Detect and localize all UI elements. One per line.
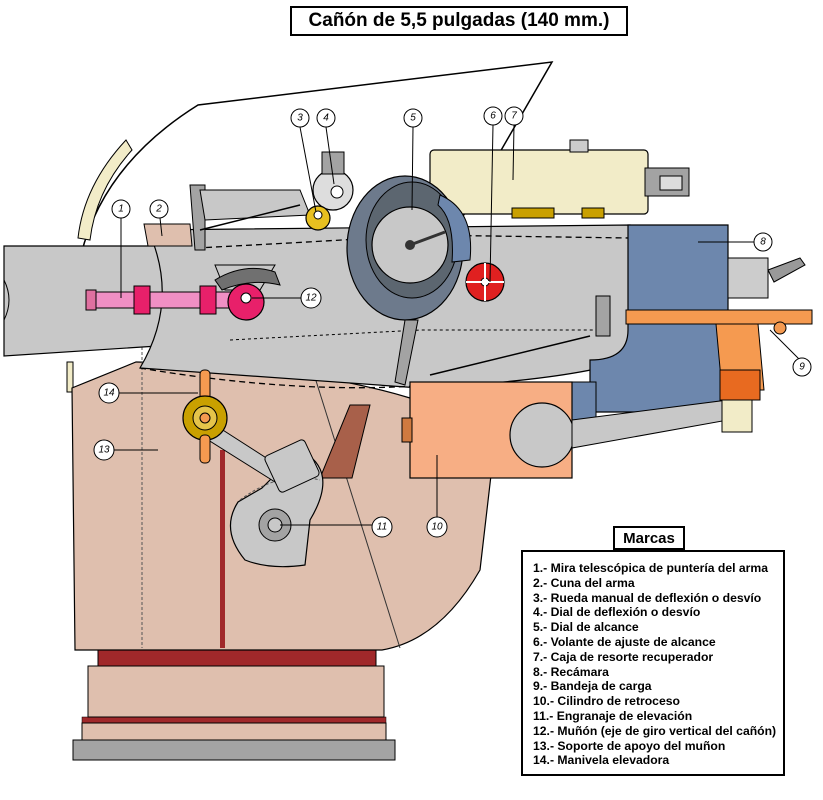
sight-front-lens (85, 289, 97, 311)
trunnion-center (240, 292, 252, 304)
breech-handle (727, 257, 769, 299)
pedestal-red-band (97, 647, 377, 667)
legend-item: 5.- Dial de alcance (533, 620, 639, 635)
svg-text:8: 8 (760, 237, 766, 248)
elevating-pinion-housing (264, 439, 320, 493)
recoil-buffer-disc (509, 402, 575, 468)
svg-text:13: 13 (98, 445, 110, 456)
tray-lever (595, 295, 611, 337)
legend-item: 7.- Caja de resorte recuperador (533, 649, 714, 664)
callout-10: 10 (426, 516, 448, 538)
sight-rear-clamp (199, 285, 217, 315)
callout-markers: 1 2 3 4 5 6 7 8 9 10 11 12 13 14 (93, 106, 812, 538)
svg-text:5: 5 (410, 113, 416, 124)
svg-text:10: 10 (431, 522, 443, 533)
deflection-dial-mount (321, 151, 345, 175)
base-bottom (72, 739, 396, 761)
support-brown-strut (319, 404, 371, 479)
deflection-handwheel-center (313, 210, 323, 220)
callout-7: 7 (504, 106, 524, 126)
diagram-title: Cañón de 5,5 pulgadas (140 mm.) (290, 6, 628, 36)
legend: 1.- Mira telescópica de puntería del arm… (521, 550, 785, 776)
callout-11: 11 (371, 516, 393, 538)
legend-item: 3.- Rueda manual de deflexión o desvío (533, 590, 762, 605)
range-dial-lever (394, 319, 419, 386)
trunnion-cap (214, 267, 281, 291)
callout-3: 3 (290, 108, 310, 128)
svg-text:11: 11 (377, 522, 387, 533)
base-red-band (81, 716, 387, 724)
legend-item: 6.- Volante de ajuste de alcance (533, 634, 716, 649)
shield-front-edge (77, 139, 133, 241)
tray-linkage-rod (429, 335, 591, 376)
deflection-dial-center (330, 185, 344, 199)
legend-item: 2.- Cuna del arma (533, 575, 635, 590)
shield-lower-edge (66, 361, 74, 393)
callout-9: 9 (792, 357, 812, 377)
cradle-front-tab (143, 223, 193, 247)
range-dial-side-plate (437, 194, 472, 263)
svg-text:12: 12 (305, 293, 317, 304)
recoil-spring-box (429, 149, 649, 215)
recoil-rod-end (721, 399, 753, 433)
svg-text:3: 3 (297, 113, 303, 124)
sight-front-clamp (133, 285, 151, 315)
legend-item: 9.- Bandeja de carga (533, 679, 652, 694)
telescopic-sight (85, 291, 252, 309)
loading-tray-knob (773, 321, 787, 335)
spring-box-clamp (511, 207, 555, 219)
svg-text:4: 4 (323, 113, 329, 124)
breech-latch (767, 257, 806, 283)
legend-item: 10.- Cilindro de retroceso (533, 694, 680, 709)
sight-bracket (189, 184, 206, 251)
callout-12: 12 (300, 287, 322, 309)
legend-item: 12.- Muñón (eje de giro vertical del cañ… (533, 723, 777, 738)
base-middle (81, 722, 387, 741)
callout-1: 1 (111, 199, 131, 219)
range-dial-pointer (409, 230, 446, 247)
callout-13: 13 (93, 439, 115, 461)
svg-text:2: 2 (155, 204, 162, 215)
legend-heading: Marcas (613, 526, 685, 550)
callout-leader-lines (113, 124, 803, 526)
legend-item: 4.- Dial de deflexión o desvío (533, 605, 701, 620)
loading-tray-block (719, 369, 761, 401)
legend-item: 8.- Recámara (533, 664, 609, 679)
sight-link-rod (199, 204, 301, 231)
legend-item: 13.- Soporte de apoyo del muñon (533, 738, 726, 753)
svg-text:7: 7 (511, 111, 517, 122)
callout-4: 4 (316, 108, 336, 128)
loading-tray (625, 309, 813, 325)
recoil-cylinder-end (401, 417, 413, 443)
spring-box-clamp-2 (581, 207, 605, 219)
elevating-crank-shaft (199, 434, 211, 464)
support-red-post (220, 450, 225, 648)
spring-box-cap (659, 175, 683, 191)
svg-text:6: 6 (490, 111, 496, 122)
callout-2: 2 (149, 199, 169, 219)
svg-text:1: 1 (118, 204, 124, 215)
svg-text:9: 9 (799, 362, 805, 373)
callout-5: 5 (403, 108, 423, 128)
legend-item: 14.- Manivela elevadora (533, 753, 670, 768)
range-dial-hub (405, 240, 415, 250)
pedestal (87, 665, 385, 718)
callout-8: 8 (753, 232, 773, 252)
svg-text:14: 14 (103, 388, 115, 399)
legend-item: 11.- Engranaje de elevación (533, 708, 693, 723)
cradle-dashed-line-lower (139, 367, 431, 389)
callout-14: 14 (98, 382, 120, 404)
elevating-handwheel-center (199, 412, 211, 424)
spring-box-top-fitting (569, 139, 589, 153)
elevating-gear-hub-center (267, 517, 283, 533)
callout-6: 6 (483, 106, 503, 126)
barrel-muzzle-curve (3, 279, 10, 321)
legend-item: 1.- Mira telescópica de puntería del arm… (533, 561, 769, 575)
